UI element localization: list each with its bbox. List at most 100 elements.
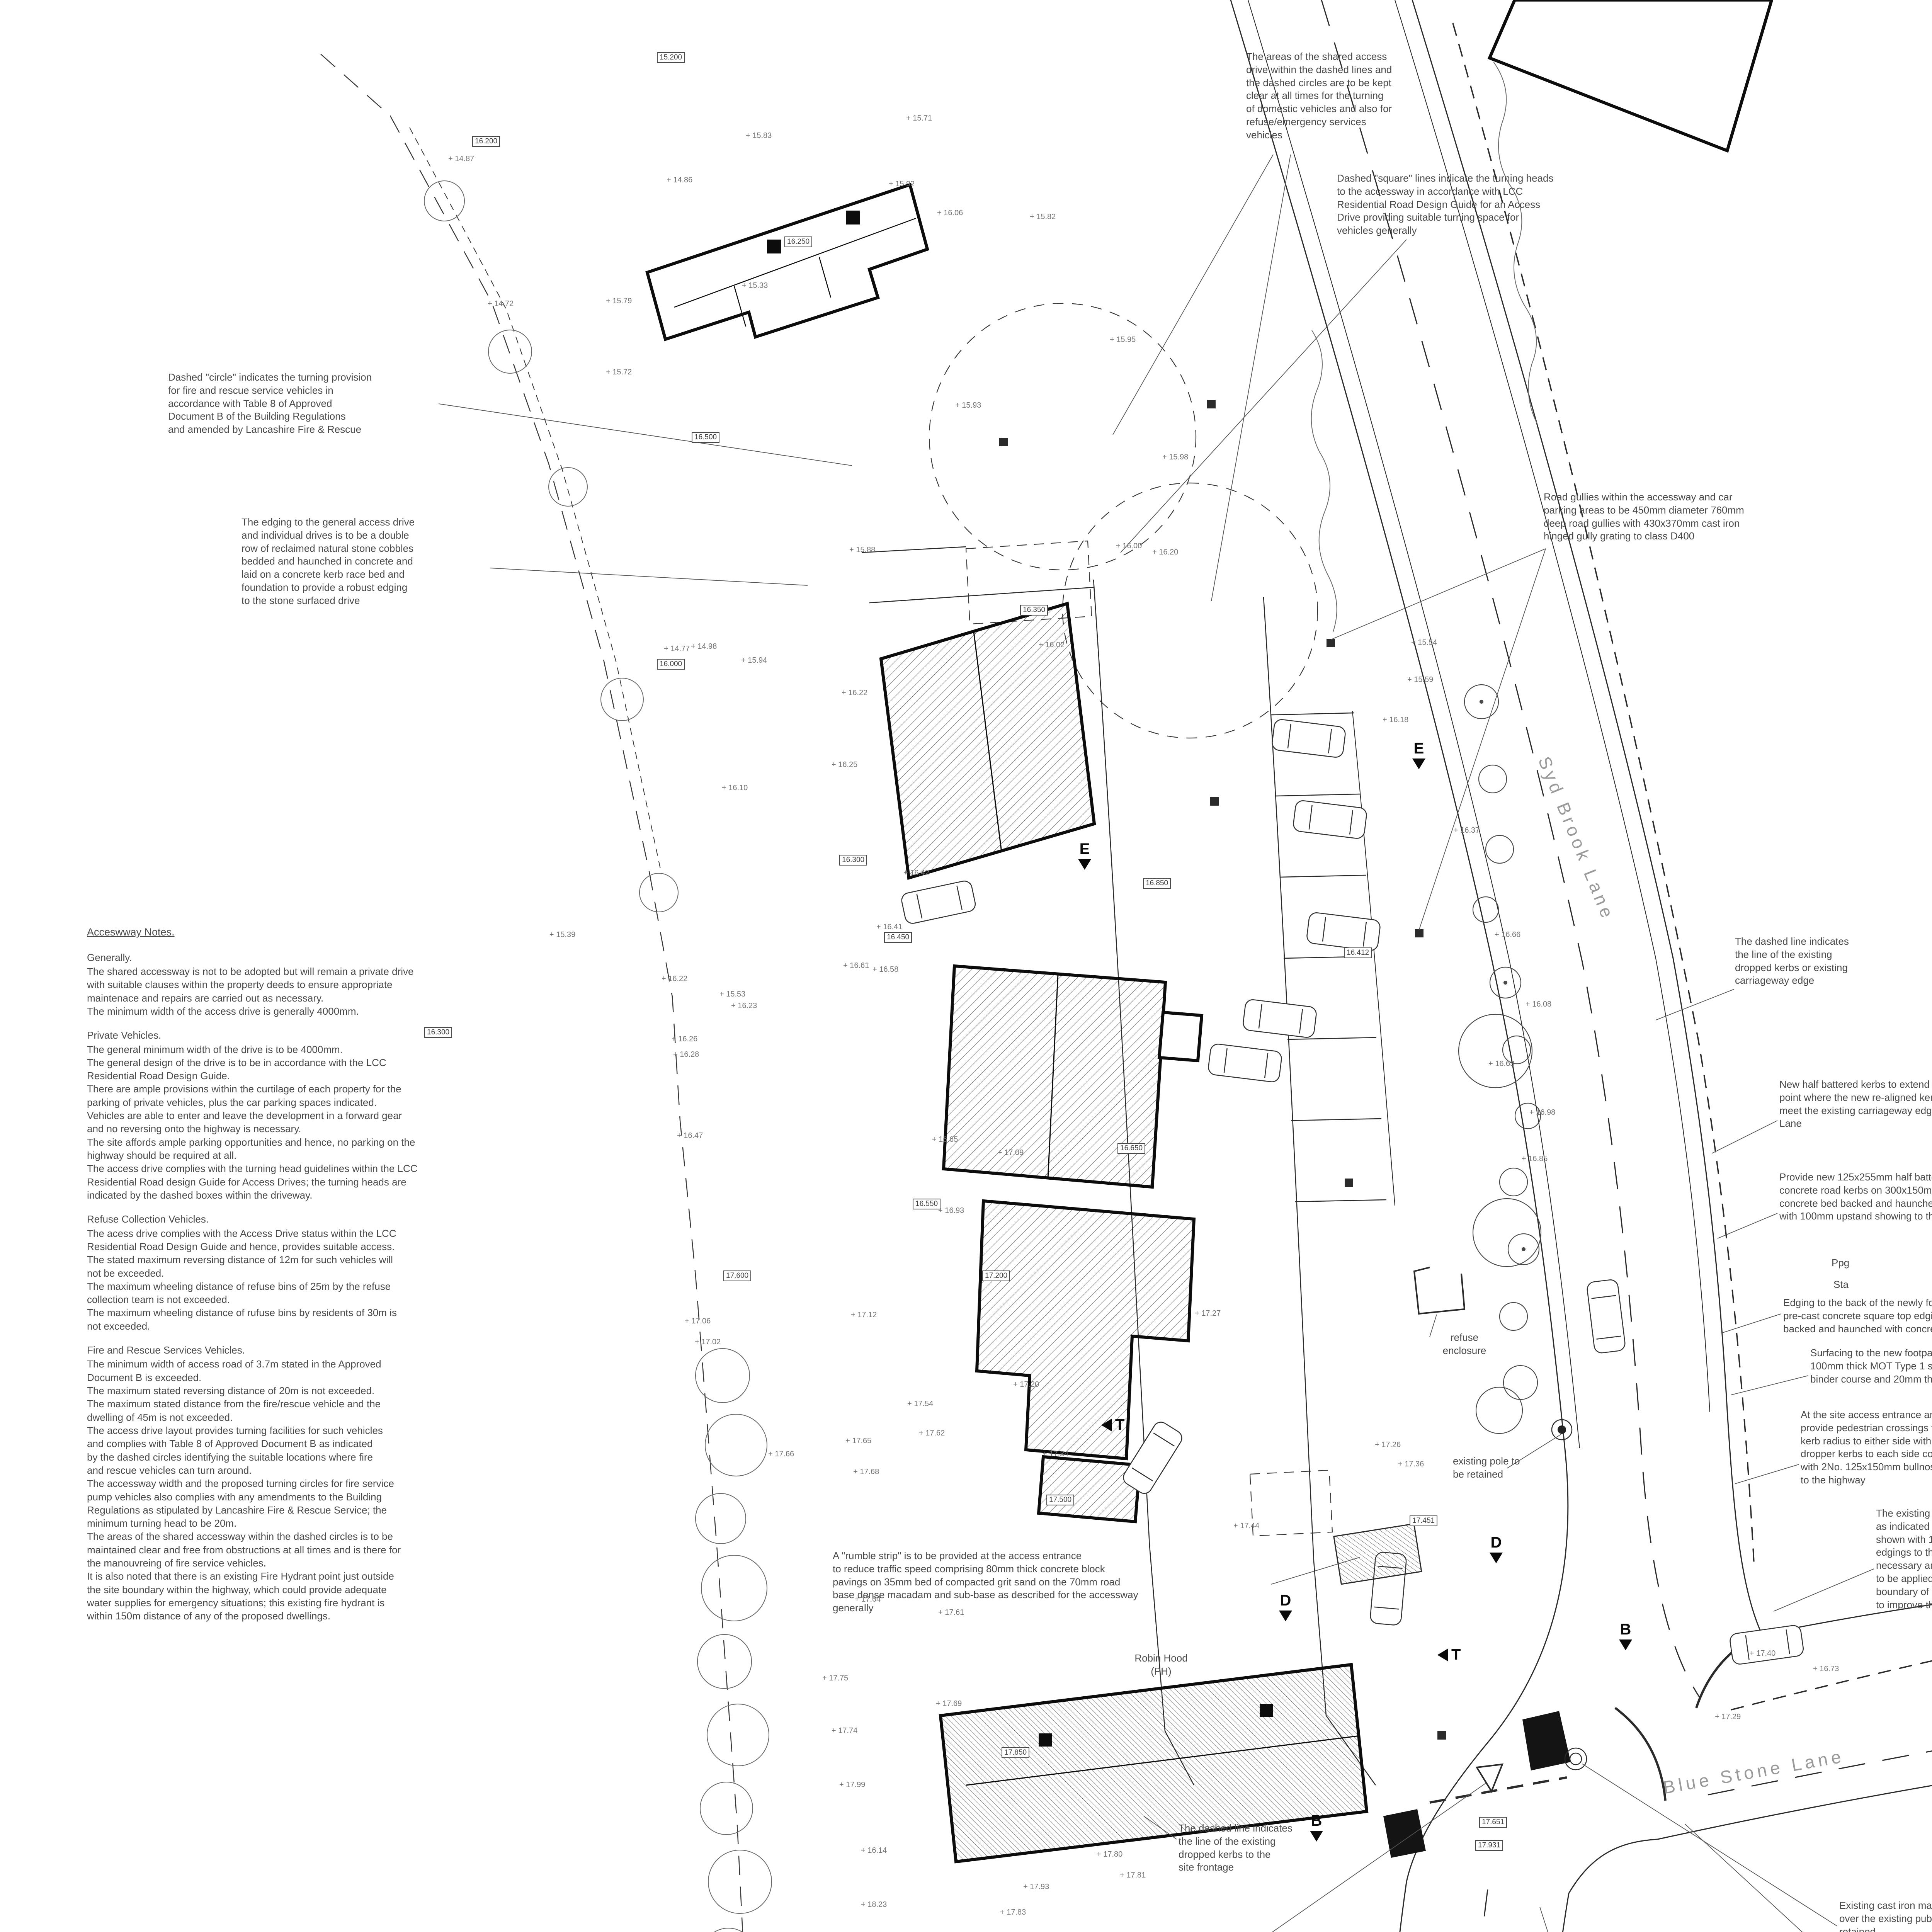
spot-level: + 15.59	[1407, 675, 1434, 684]
spot-level: + 17.20	[1013, 1380, 1039, 1389]
spot-level: + 17.65	[845, 1437, 872, 1445]
parked-cars	[901, 719, 1804, 1665]
label-existing-pole: existing pole to be retained	[1453, 1455, 1520, 1480]
proposed-level-box: 16.412	[1344, 947, 1372, 958]
notes-section-title: Generally.	[87, 951, 132, 963]
proposed-level-box: 16.850	[1143, 878, 1171, 889]
spot-level: + 14.72	[488, 299, 514, 308]
spot-level: + 17.36	[1398, 1460, 1424, 1468]
spot-level: + 17.54	[907, 1400, 934, 1408]
buildings	[645, 0, 1774, 1864]
annotation-shared-access-areas: The areas of the shared access drive wit…	[1246, 51, 1392, 141]
spot-level: + 15.79	[606, 297, 632, 305]
annotation-sta-fragment: Sta	[1833, 1279, 1849, 1290]
spot-level: + 15.95	[1110, 335, 1136, 344]
proposed-level-box: 16.250	[784, 236, 813, 247]
section-marker-d: D	[1279, 1592, 1292, 1621]
annotation-provide-new-kerbs: Provide new 125x255mm half battered pre-…	[1779, 1171, 1932, 1222]
spot-level: + 17.80	[1097, 1850, 1123, 1859]
section-marker-b: B	[1310, 1812, 1323, 1842]
annotation-dashed-line-frontage: The dashed line indicates the line of th…	[1179, 1822, 1293, 1873]
spot-level: + 16.22	[842, 689, 868, 697]
spot-level: + 17.27	[1195, 1309, 1221, 1318]
section-marker-d: D	[1490, 1534, 1503, 1563]
annotation-edging: The edging to the general access drive a…	[242, 516, 415, 606]
turning-circles	[929, 303, 1333, 1537]
spot-level: + 17.62	[919, 1429, 945, 1437]
building-offsite-north	[1487, 0, 1774, 153]
section-marker-t: T	[1437, 1646, 1461, 1663]
spot-level: + 17.34	[1043, 1450, 1069, 1458]
label-robin-hood: Robin Hood (PH)	[1134, 1652, 1188, 1677]
spot-level: + 16.98	[1529, 1108, 1556, 1117]
spot-level: + 14.86	[667, 176, 693, 184]
spot-level: + 17.75	[822, 1674, 849, 1682]
spot-level: + 17.40	[1750, 1649, 1776, 1658]
spot-level: + 17.64	[855, 1595, 881, 1604]
dropped-kerb-blocks	[1383, 1711, 1571, 1858]
proposed-level-box: 16.300	[839, 855, 867, 866]
spot-level: + 17.83	[1000, 1908, 1026, 1917]
spot-level: + 17.81	[1120, 1871, 1146, 1879]
spot-level: + 17.69	[936, 1699, 962, 1708]
proposed-level-box: 17.500	[1046, 1495, 1075, 1505]
proposed-level-box: 17.600	[723, 1270, 752, 1281]
annotation-ppg-fragment: Ppg	[1832, 1257, 1850, 1269]
proposed-level-box: 16.500	[692, 432, 720, 443]
proposed-level-box: 17.931	[1475, 1840, 1503, 1851]
proposed-level-box: 16.450	[884, 932, 912, 943]
spot-level: + 17.09	[998, 1148, 1024, 1157]
spot-level: + 16.14	[861, 1846, 887, 1855]
proposed-level-box: 17.651	[1479, 1817, 1507, 1828]
notes-section-title: Fire and Rescue Services Vehicles.	[87, 1344, 245, 1356]
spot-level: + 17.99	[839, 1781, 866, 1789]
spot-level: + 16.06	[937, 209, 963, 217]
notes-heading: Acceswway Notes.	[87, 926, 175, 938]
spot-level: + 15.94	[741, 656, 767, 665]
notes-section-body: The acess drive complies with the Access…	[87, 1227, 397, 1332]
section-marker-t: T	[1101, 1416, 1124, 1434]
building-plot-2	[942, 964, 1167, 1189]
spot-level: + 16.63	[1488, 1060, 1515, 1068]
spot-level: + 16.85	[1522, 1155, 1548, 1163]
give-way-symbol	[1475, 1763, 1504, 1793]
spot-level: + 17.06	[685, 1317, 711, 1325]
spot-level: + 17.66	[768, 1450, 794, 1458]
notes-section-body: The general minimum width of the drive i…	[87, 1043, 418, 1201]
annotation-dashed-line-existing: The dashed line indicates the line of th…	[1735, 935, 1849, 986]
proposed-level-box: 16.550	[913, 1199, 941, 1209]
section-marker-e: E	[1078, 840, 1091, 870]
spot-level: + 14.77	[664, 645, 690, 653]
annotation-edging-back-footway: Edging to the back of the newly formed f…	[1783, 1297, 1932, 1335]
spot-level: + 15.98	[1162, 453, 1189, 461]
notes-section-body: The shared accessway is not to be adopte…	[87, 965, 414, 1017]
annotation-existing-manhole: Existing cast iron manhole cover & frame…	[1839, 1900, 1932, 1932]
spot-level: + 17.68	[853, 1468, 879, 1476]
spot-level: + 16.00	[1116, 542, 1142, 550]
spot-level: + 16.65	[932, 1135, 958, 1144]
spot-level: + 16.02	[1039, 641, 1065, 649]
spot-level: + 17.74	[832, 1726, 858, 1735]
rumble-strip	[1333, 1523, 1422, 1585]
road-gullies	[999, 400, 1446, 1740]
building-terrace-north	[645, 182, 929, 342]
road-kerb-lines	[1230, 0, 1932, 1932]
spot-level: + 15.33	[742, 281, 768, 290]
annotation-dashed-square: Dashed "square" lines indicate the turni…	[1337, 172, 1554, 236]
spot-level: + 16.20	[1152, 548, 1179, 556]
annotation-highway-junction: The existing highway junction with Syd B…	[1876, 1507, 1932, 1611]
spot-level: + 16.25	[832, 760, 858, 769]
notes-section-body: The minimum width of access road of 3.7m…	[87, 1358, 401, 1622]
refuse-enclosure-outline	[1413, 1267, 1466, 1315]
proposed-level-box: 16.350	[1020, 605, 1048, 616]
spot-level: + 15.83	[746, 131, 772, 140]
building-plot-3	[975, 1199, 1196, 1461]
annotation-rumble-strip: A "rumble strip" is to be provided at th…	[833, 1550, 1138, 1614]
section-marker-e: E	[1412, 740, 1425, 769]
notes-section-generally: Generally. The shared accessway is not t…	[87, 951, 531, 1018]
street-trees	[1458, 684, 1542, 1434]
proposed-level-box: 17.850	[1002, 1747, 1030, 1758]
spot-level: + 15.92	[889, 180, 915, 188]
notes-section-title: Private Vehicles.	[87, 1029, 162, 1041]
